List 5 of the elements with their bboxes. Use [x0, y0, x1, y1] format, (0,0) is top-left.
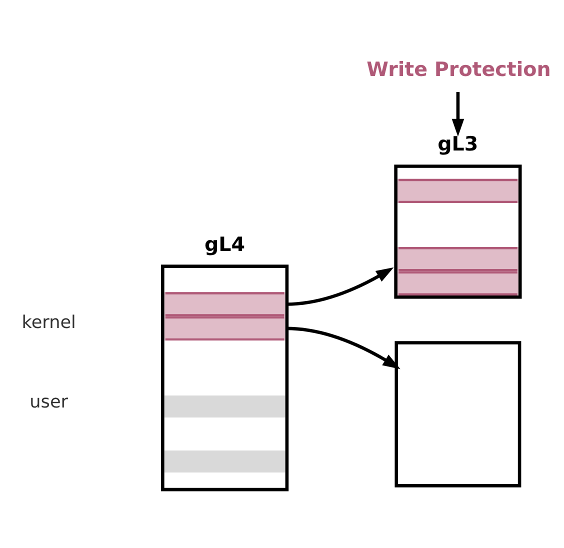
node-label: gL3 — [438, 132, 478, 156]
node-label: gL4 — [204, 232, 245, 256]
label: user — [30, 392, 68, 412]
node-text: Write Protection — [366, 58, 551, 81]
label: kernel — [22, 313, 76, 334]
